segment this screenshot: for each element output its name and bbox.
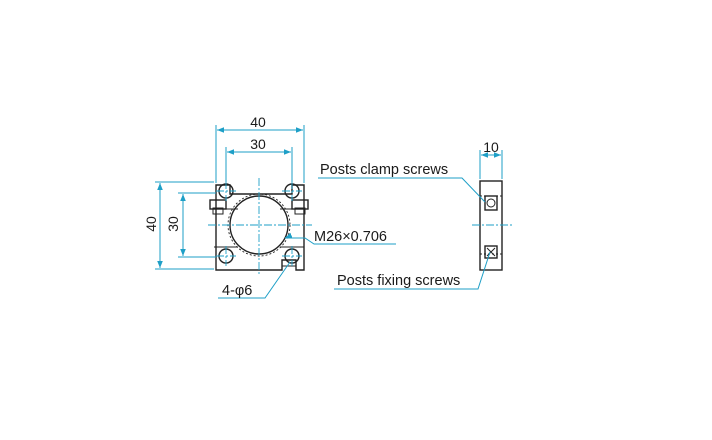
front-view: 40 30 40 30 M26×0.706 4-φ6 xyxy=(143,114,396,299)
thread-callout-text: M26×0.706 xyxy=(314,229,387,245)
side-view: 10 Posts clamp screws Posts fixing screw… xyxy=(318,139,512,290)
holes-callout-text: 4-φ6 xyxy=(222,283,252,299)
dim-thickness: 10 xyxy=(479,139,503,179)
clamp-screw-top-left xyxy=(209,183,238,215)
clamp-screws-callout: Posts clamp screws xyxy=(318,162,486,203)
dim-hole-spacing-y-text: 30 xyxy=(165,216,181,232)
holes-callout: 4-φ6 xyxy=(218,261,291,299)
dim-thickness-text: 10 xyxy=(483,139,499,155)
fixing-screws-callout: Posts fixing screws xyxy=(334,251,491,290)
dim-overall-height: 40 xyxy=(143,181,214,270)
clamp-screws-label: Posts clamp screws xyxy=(320,162,448,178)
dim-overall-width: 40 xyxy=(215,114,305,183)
thread-callout: M26×0.706 xyxy=(284,229,396,245)
front-body-outline xyxy=(215,184,305,271)
dim-overall-height-text: 40 xyxy=(143,216,159,232)
dim-hole-spacing-y: 30 xyxy=(165,192,216,258)
dim-overall-width-text: 40 xyxy=(250,114,266,130)
side-fixing-screw xyxy=(484,245,498,259)
side-body-outline xyxy=(479,180,503,271)
fixing-screws-label: Posts fixing screws xyxy=(337,273,460,289)
dim-hole-spacing-x: 30 xyxy=(225,136,293,182)
front-centerlines xyxy=(208,178,312,276)
dim-hole-spacing-x-text: 30 xyxy=(250,136,266,152)
side-clamp-screw xyxy=(484,195,498,211)
